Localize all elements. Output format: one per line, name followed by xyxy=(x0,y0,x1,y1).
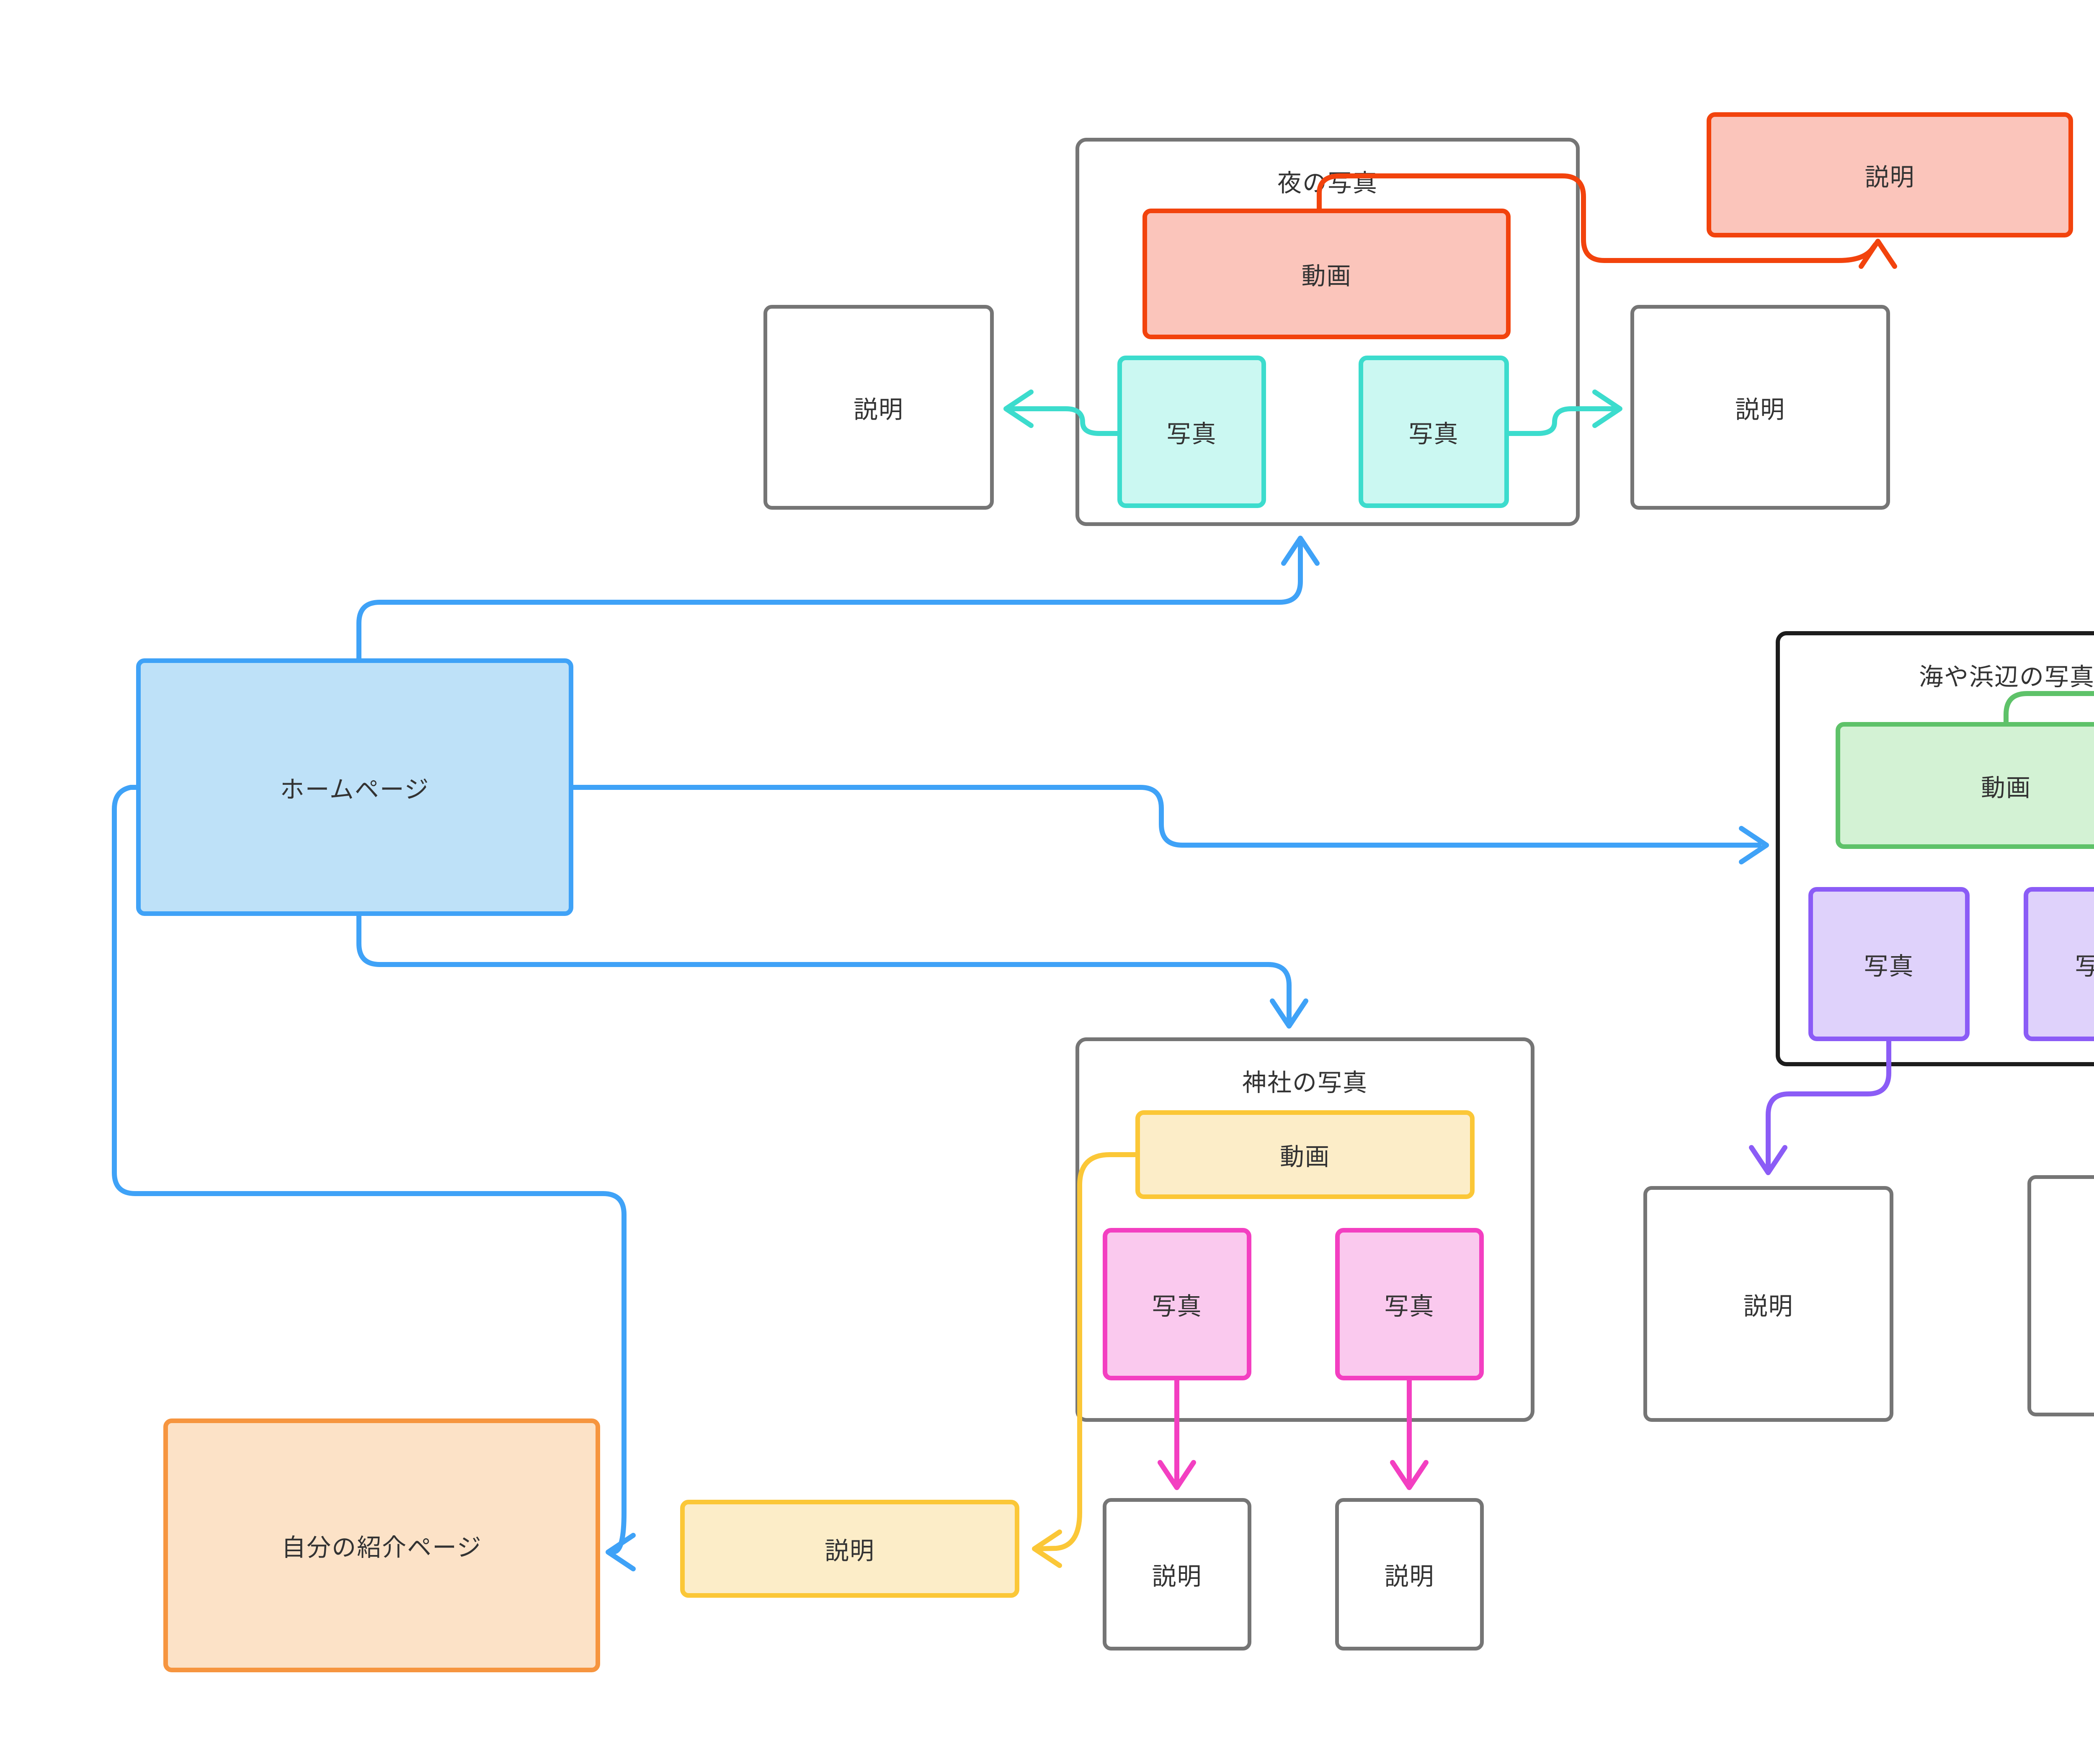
node-night-photo-2[interactable]: 写真 xyxy=(1359,356,1509,508)
group-title: 海や浜辺の写真 xyxy=(1919,663,2094,691)
node-label: ホームページ xyxy=(280,775,430,804)
node-shrine-desc-1[interactable]: 説明 xyxy=(1103,1498,1251,1651)
edge-arrowhead-night-photo-1-to-desc xyxy=(1003,389,1034,428)
node-label: 説明 xyxy=(824,1537,875,1565)
node-intro-page[interactable]: 自分の紹介ページ xyxy=(163,1418,600,1672)
edge-homepage-to-sea-group[interactable] xyxy=(571,785,1761,848)
node-shrine-video-desc[interactable]: 説明 xyxy=(680,1500,1019,1598)
edge-arrowhead-shrine-video-to-desc xyxy=(1032,1529,1062,1568)
edge-arrowhead-night-photo-2-to-desc xyxy=(1592,389,1622,428)
node-shrine-video[interactable]: 動画 xyxy=(1135,1110,1475,1199)
node-label: 説明 xyxy=(853,395,904,424)
node-night-desc-left[interactable]: 説明 xyxy=(763,305,994,510)
node-label: 写真 xyxy=(1384,1292,1435,1320)
node-night-video[interactable]: 動画 xyxy=(1142,209,1511,339)
node-night-photo-1[interactable]: 写真 xyxy=(1117,356,1266,508)
node-label: 写真 xyxy=(1166,420,1217,448)
node-night-video-desc[interactable]: 説明 xyxy=(1707,112,2073,237)
node-label: 説明 xyxy=(1743,1292,1794,1320)
edge-arrowhead-night-video-to-desc xyxy=(1859,239,1897,269)
edge-arrowhead-homepage-to-night-group xyxy=(1281,536,1320,566)
edge-arrowhead-sea-photo-1-to-desc xyxy=(1749,1145,1787,1175)
node-sea-photo-2[interactable]: 写真 xyxy=(2024,887,2094,1041)
node-label: 説明 xyxy=(1864,162,1915,191)
edge-arrowhead-homepage-to-sea-group xyxy=(1739,826,1769,864)
node-shrine-photo-2[interactable]: 写真 xyxy=(1335,1228,1484,1380)
node-label: 説明 xyxy=(1152,1562,1202,1591)
node-sea-desc-2[interactable]: 説明 xyxy=(2027,1175,2094,1416)
edge-arrowhead-homepage-to-shrine-group xyxy=(1270,998,1308,1029)
node-sea-video[interactable]: 動画 xyxy=(1836,722,2094,849)
node-label: 動画 xyxy=(1279,1142,1330,1171)
node-label: 写真 xyxy=(1408,420,1459,448)
node-shrine-photo-1[interactable]: 写真 xyxy=(1103,1228,1251,1380)
edge-homepage-to-shrine-group[interactable] xyxy=(356,913,1292,1022)
node-sea-desc-1[interactable]: 説明 xyxy=(1643,1186,1893,1422)
node-label: 写真 xyxy=(2075,952,2094,980)
edge-arrowhead-shrine-photo-2-to-desc xyxy=(1390,1460,1429,1490)
node-label: 写真 xyxy=(1152,1292,1202,1320)
node-night-desc-right[interactable]: 説明 xyxy=(1630,305,1890,510)
node-label: 自分の紹介ページ xyxy=(281,1533,482,1562)
edge-homepage-to-night-group[interactable] xyxy=(356,542,1303,661)
node-label: 説明 xyxy=(1735,395,1785,424)
node-sea-photo-1[interactable]: 写真 xyxy=(1808,887,1970,1041)
group-title: 夜の写真 xyxy=(1277,169,1378,197)
edge-arrowhead-homepage-to-intro-page xyxy=(606,1533,636,1571)
node-label: 動画 xyxy=(1981,773,2031,802)
group-title: 神社の写真 xyxy=(1242,1068,1368,1097)
node-shrine-desc-2[interactable]: 説明 xyxy=(1335,1498,1484,1651)
node-label: 説明 xyxy=(1384,1562,1435,1591)
node-homepage[interactable]: ホームページ xyxy=(136,658,573,916)
node-label: 動画 xyxy=(1301,262,1352,290)
edge-arrowhead-shrine-photo-1-to-desc xyxy=(1158,1460,1196,1490)
node-label: 写真 xyxy=(1864,952,1914,980)
